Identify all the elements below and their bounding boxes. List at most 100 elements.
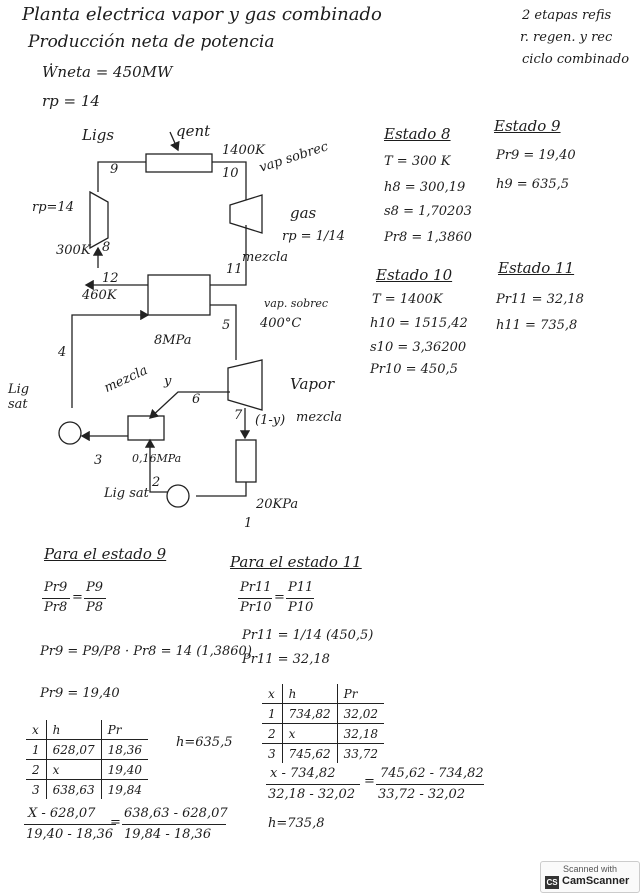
steam-turbine	[227, 359, 263, 411]
gas-compressor	[89, 190, 109, 250]
estado9-pr: Pr9 = 19,40	[496, 148, 576, 163]
label-ligs: Ligs	[82, 126, 115, 144]
note-regen: r. regen. y rec	[520, 30, 613, 45]
label-vapor: Vapor	[290, 375, 335, 393]
estado11-h: h11 = 735,8	[496, 318, 578, 333]
hrsg	[147, 274, 211, 316]
gas-heater	[145, 153, 213, 173]
label-400c: 400°C	[260, 316, 302, 331]
pump-1	[58, 421, 82, 445]
w-neta: Ẇneta = 450MW	[42, 63, 173, 81]
estado9-h: h9 = 635,5	[496, 177, 570, 192]
label-s9: 9	[110, 162, 119, 177]
rp-value: rp = 14	[42, 92, 100, 110]
para9-eq2: Pr9 = P9/P8 · Pr8 = 14 (1,3860)	[40, 644, 252, 659]
para11-interp-l-den: 32,18 - 32,02	[268, 787, 356, 802]
label-s8: 8	[102, 240, 111, 255]
label-vap-sobrec2: vap. sobrec	[264, 297, 329, 310]
estado11-title: Estado 11	[498, 259, 575, 277]
para11-eq2: Pr11 = 1/14 (450,5)	[242, 628, 374, 643]
note-ciclo: ciclo combinado	[522, 52, 630, 67]
label-qent: qent	[176, 122, 211, 140]
para9-interp-l-den: 19,40 - 18,36	[26, 827, 114, 842]
label-s11: 11	[226, 262, 243, 277]
label-016mpa: 0,16MPa	[132, 452, 182, 465]
gas-turbine	[229, 194, 263, 234]
label-y: y	[164, 374, 172, 389]
para9-eq3: Pr9 = 19,40	[40, 686, 120, 701]
para11-eq1-l2: Pr10	[240, 600, 272, 615]
label-20kpa: 20KPa	[256, 497, 299, 512]
line-1	[196, 482, 247, 497]
para9-eq1-r2: P8	[86, 600, 104, 615]
line-9	[97, 161, 146, 192]
label-s7: 7	[234, 408, 243, 423]
label-s4: 4	[58, 345, 67, 360]
label-1400k: 1400K	[222, 143, 265, 158]
para9-h-result: h=635,5	[176, 735, 233, 750]
subtitle: Producción neta de potencia	[28, 32, 275, 52]
label-8mpa: 8MPa	[154, 333, 192, 348]
para11-title: Para el estado 11	[230, 553, 362, 571]
label-s1: 1	[244, 516, 253, 531]
open-fwh	[127, 415, 165, 441]
para9-interp-l-num: X - 628,07	[28, 806, 96, 821]
line-10	[212, 161, 247, 200]
line-11	[210, 225, 247, 286]
para11-h-result: h=735,8	[268, 816, 325, 831]
estado10-title: Estado 10	[376, 266, 453, 284]
para9-interp-r-num: 638,63 - 628,07	[124, 806, 228, 821]
para11-eq1-l: Pr11	[240, 580, 272, 595]
para9-title: Para el estado 9	[44, 545, 167, 563]
camscanner-watermark: Scanned with CS CamScanner	[540, 861, 640, 893]
label-rp14: rp=14	[32, 200, 74, 215]
estado8-T: T = 300 K	[384, 154, 451, 169]
line-5	[210, 304, 237, 360]
page-title: Planta electrica vapor y gas combinado	[22, 4, 382, 25]
para11-eq1-r: P11	[288, 580, 314, 595]
label-s10: 10	[222, 166, 239, 181]
label-lig-sat: Lig sat	[8, 382, 30, 412]
para9-eq1-l2: Pr8	[44, 600, 68, 615]
para9-interp-r-den: 19,84 - 18,36	[124, 827, 212, 842]
label-300k: 300K	[56, 243, 91, 258]
estado10-pr: Pr10 = 450,5	[370, 362, 458, 377]
label-mezcla-top: mezcla	[242, 250, 289, 265]
estado8-s: s8 = 1,70203	[384, 204, 472, 219]
label-s6: 6	[192, 392, 201, 407]
label-s5: 5	[222, 318, 231, 333]
line-2	[144, 438, 168, 493]
camscanner-brand: CamScanner	[562, 875, 630, 887]
pump-2	[166, 484, 190, 508]
label-gas: gas	[290, 204, 317, 222]
label-mezcla-right: mezcla	[296, 410, 343, 425]
line-4	[71, 309, 150, 408]
scanned-with-label: Scanned with	[562, 864, 618, 874]
note-etapas: 2 etapas refis	[522, 8, 612, 23]
label-460k: 460K	[82, 288, 117, 303]
estado10-s: s10 = 3,36200	[370, 340, 467, 355]
para11-eq1-r2: P10	[288, 600, 314, 615]
line-6	[149, 391, 230, 419]
para11-eq3: Pr11 = 32,18	[242, 652, 330, 667]
heat-in-arrow	[169, 131, 180, 152]
label-s2: 2	[152, 475, 161, 490]
label-s3: 3	[94, 453, 103, 468]
estado10-h: h10 = 1515,42	[370, 316, 468, 331]
para11-interp-r-num: 745,62 - 734,82	[380, 766, 484, 781]
para11-interp-l-num: x - 734,82	[270, 766, 336, 781]
label-1-y: (1-y)	[255, 413, 286, 428]
label-lig-sat2: Lig sat	[104, 486, 149, 501]
estado10-T: T = 1400K	[372, 292, 443, 307]
label-rp-turb: rp = 1/14	[282, 229, 345, 244]
label-s12: 12	[102, 271, 119, 286]
estado9-title: Estado 9	[494, 117, 561, 135]
estado8-h: h8 = 300,19	[384, 180, 466, 195]
para9-eq1-r: P9	[86, 580, 104, 595]
camscanner-logo-icon: CS	[545, 876, 559, 889]
para9-eq1-l: Pr9	[44, 580, 68, 595]
estado11-pr: Pr11 = 32,18	[496, 292, 584, 307]
